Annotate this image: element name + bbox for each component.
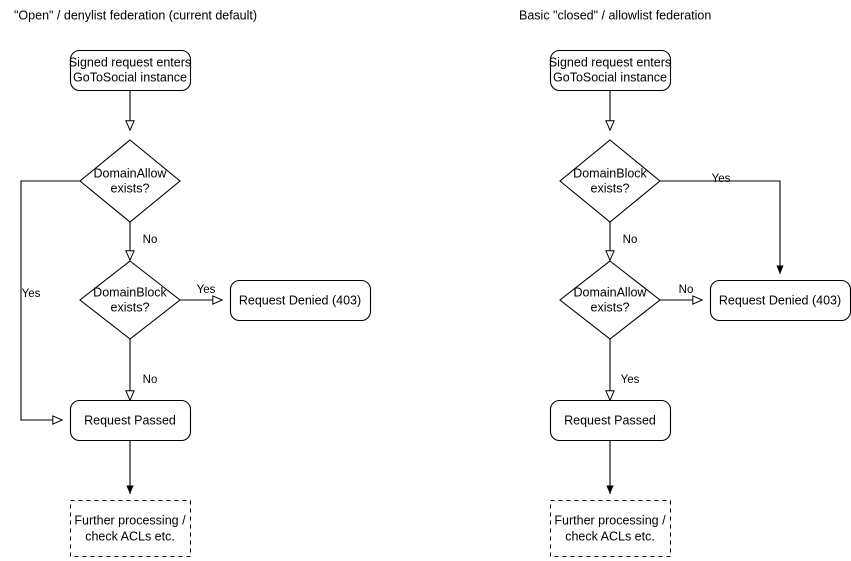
left-edge-label-domainallow-no: No — [143, 234, 158, 246]
right-diagram-title: Basic "closed" / allowlist federation — [519, 8, 711, 22]
right-decision-domainallow-label-line2: exists? — [591, 300, 630, 314]
left-decision-domainblock-label-line2: exists? — [111, 300, 150, 314]
left-request-denied-node — [229, 279, 372, 322]
right-edge-label-domainallow-yes: Yes — [621, 374, 640, 386]
right-start-node-label-line2: GoToSocial instance — [553, 70, 667, 84]
right-further-processing-node — [549, 499, 672, 558]
left-edge-label-domainblock-no: No — [143, 374, 158, 386]
right-start-node-label-line1: Signed request enters — [549, 55, 671, 69]
left-edge-domainallow-yes — [20, 180, 80, 425]
left-edge-label-domainblock-yes: Yes — [197, 284, 216, 296]
right-further-processing-label-line1: Further processing / — [554, 513, 666, 527]
right-decision-domainallow-label-line1: DomainAllow — [574, 285, 648, 299]
left-decision-domainallow-label-line1: DomainAllow — [94, 166, 168, 180]
left-further-processing-label-line1: Further processing / — [74, 513, 186, 527]
left-edge-label-domainallow-yes: Yes — [22, 288, 41, 300]
right-decision-domainblock-label-line1: DomainBlock — [573, 166, 647, 180]
left-decision-domainblock-label-line1: DomainBlock — [93, 285, 167, 299]
right-request-denied-label: Request Denied (403) — [719, 293, 841, 307]
right-edge-domainblock-yes — [660, 180, 784, 275]
left-start-node-label-line2: GoToSocial instance — [73, 70, 187, 84]
left-further-processing-node — [69, 499, 192, 558]
left-request-denied-label: Request Denied (403) — [239, 293, 361, 307]
right-edge-label-domainblock-yes: Yes — [712, 173, 731, 185]
left-further-processing-label-line2: check ACLs etc. — [85, 529, 175, 543]
left-diagram-title: "Open" / denylist federation (current de… — [14, 8, 257, 22]
left-request-passed-label: Request Passed — [84, 413, 176, 427]
right-further-processing-label-line2: check ACLs etc. — [565, 529, 655, 543]
left-start-node-label-line1: Signed request enters — [69, 55, 191, 69]
right-request-passed-label: Request Passed — [564, 413, 656, 427]
left-decision-domainallow-label-line2: exists? — [111, 181, 150, 195]
right-decision-domainblock-label-line2: exists? — [591, 181, 630, 195]
right-edge-label-domainblock-no: No — [623, 234, 638, 246]
right-edge-label-domainallow-no: No — [679, 284, 694, 296]
